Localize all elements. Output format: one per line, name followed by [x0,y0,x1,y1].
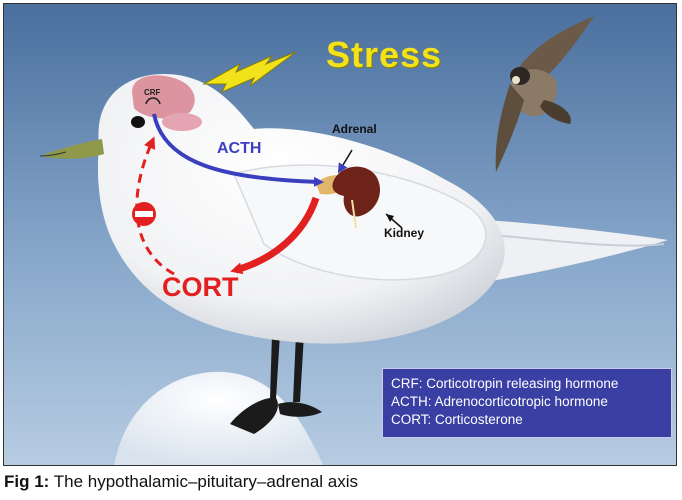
pituitary-shape [162,113,202,131]
bird-eye [131,116,145,128]
stress-label: Stress [326,34,442,76]
cort-label: CORT [162,272,239,303]
legend-box: CRF: Corticotropin releasing hormone ACT… [382,368,672,438]
acth-label: ACTH [217,140,261,158]
legend-item-cort: CORT: Corticosterone [391,411,663,429]
adrenal-label: Adrenal [332,122,377,136]
figure-caption: Fig 1: The hypothalamic–pituitary–adrena… [4,472,358,492]
caption-text: The hypothalamic–pituitary–adrenal axis [49,472,358,491]
legend-item-acth: ACTH: Adrenocorticotropic hormone [391,393,663,411]
crf-label: CRF [144,88,160,97]
legend-item-crf: CRF: Corticotropin releasing hormone [391,375,663,393]
caption-prefix: Fig 1: [4,472,49,491]
figure-frame: CRF Stress ACTH CORT Adrenal Kidney CRF:… [3,3,677,466]
kidney-label: Kidney [384,226,424,240]
